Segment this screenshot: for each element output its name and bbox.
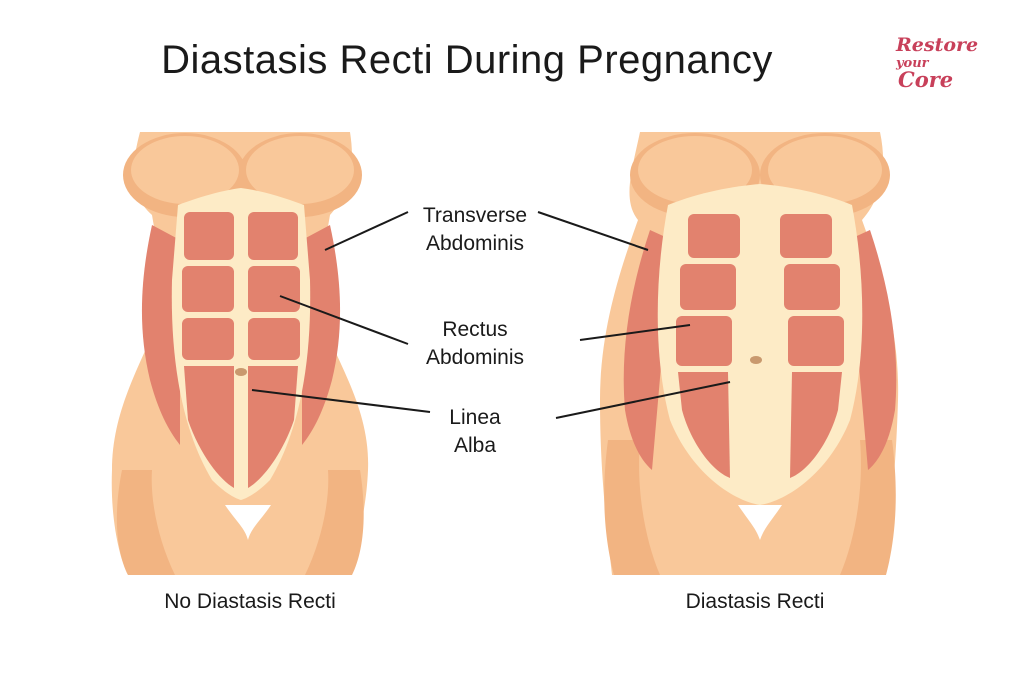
left-torso-crotch (225, 505, 271, 540)
leader-rectus-right (579, 324, 691, 341)
left-oblique-right (302, 225, 341, 445)
label-transverse-line2: Abdominis (425, 232, 525, 255)
leader-linea-left (251, 389, 431, 413)
right-torso-crotch (738, 505, 782, 540)
label-linea-line1: Linea (449, 406, 501, 429)
leader-rectus-left (279, 295, 409, 345)
caption-no-diastasis: No Diastasis Recti (164, 590, 336, 613)
logo-line-2: your (896, 56, 929, 72)
logo-line-1: Restore (896, 34, 979, 56)
label-rectus-line1: Rectus (442, 318, 508, 341)
label-linea-line2: Alba (453, 434, 497, 457)
left-torso-hip-left (116, 470, 175, 575)
logo-line-3: Core (898, 67, 954, 93)
left-navel (235, 368, 247, 376)
left-torso-hip-right (305, 470, 364, 575)
leader-transverse-right (537, 211, 649, 251)
label-rectus-line2: Abdominis (425, 346, 525, 369)
label-transverse-line1: Transverse (422, 204, 528, 227)
right-navel (750, 356, 762, 364)
right-torso (600, 132, 899, 575)
right-torso-hip-left (604, 440, 660, 575)
left-oblique-left (141, 225, 180, 445)
leader-linea-right (555, 381, 731, 419)
left-torso (111, 132, 369, 575)
restore-your-core-logo: Restore your Core (896, 34, 986, 93)
caption-diastasis: Diastasis Recti (685, 590, 825, 613)
label-transverse-abdominis: Transverse Abdominis (410, 202, 540, 258)
leader-transverse-left (324, 211, 409, 251)
page-title: Diastasis Recti During Pregnancy (161, 38, 773, 82)
label-linea-alba: Linea Alba (430, 404, 520, 460)
label-rectus-abdominis: Rectus Abdominis (410, 316, 540, 372)
right-torso-hip-right (840, 440, 896, 575)
